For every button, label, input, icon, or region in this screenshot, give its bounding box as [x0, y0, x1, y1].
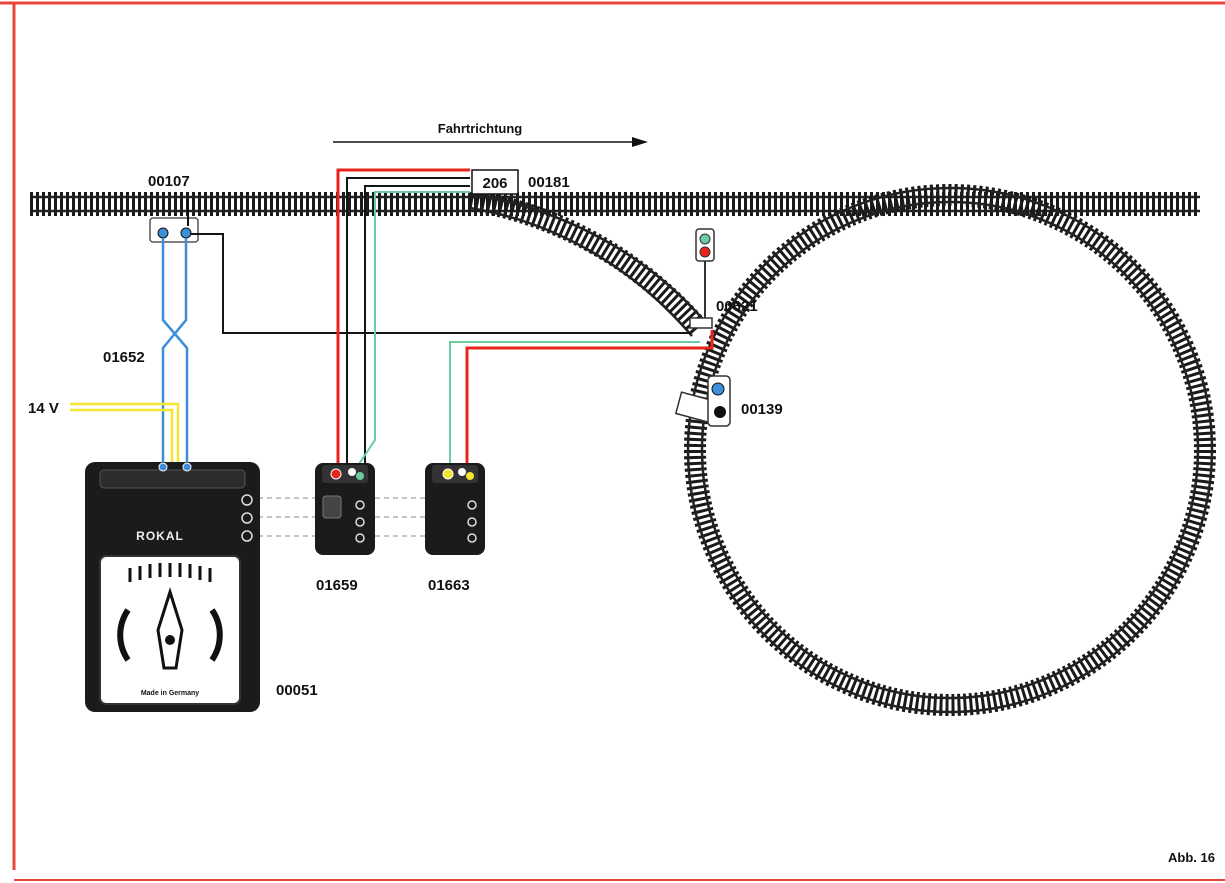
label-transformer: 00051 — [276, 682, 318, 699]
green-wires — [354, 191, 700, 471]
label-turnout: 00181 — [528, 174, 570, 191]
dial-ticks — [128, 563, 212, 582]
label-signal: 00621 — [716, 298, 758, 315]
figure-label: Abb. 16 — [1168, 850, 1215, 865]
black-wires — [190, 177, 690, 470]
label-cable: 01652 — [103, 349, 145, 366]
loop-track — [684, 184, 1216, 716]
transformer-made-label: Made in Germany — [141, 690, 199, 697]
label-switch-module-2: 01663 — [428, 577, 470, 594]
label-voltage: 14 V — [28, 400, 59, 417]
signal — [689, 228, 715, 329]
transformer: ROKAL Made in Germany — [85, 462, 260, 712]
red-wires — [336, 168, 714, 470]
switch-module-01659 — [315, 463, 375, 555]
blue-wires — [161, 238, 189, 465]
label-switch-module-1: 01659 — [316, 577, 358, 594]
turnout-box-label: 206 — [482, 175, 507, 192]
yellow-wires — [70, 402, 180, 465]
turnout-branch — [468, 189, 709, 338]
turnout-box: 206 — [471, 169, 519, 195]
label-feeder-track: 00107 — [148, 173, 190, 190]
direction-label: Fahrtrichtung — [438, 121, 523, 136]
uncoupler — [674, 375, 731, 427]
switch-module-01663 — [425, 463, 485, 555]
dial-knob — [156, 587, 184, 670]
transformer-brand: ROKAL — [136, 529, 184, 543]
part-labels: 00107 00181 00621 00139 01652 01659 0166… — [28, 173, 1215, 865]
feeder-clip — [149, 200, 199, 243]
label-uncoupler: 00139 — [741, 401, 783, 418]
direction-arrow: Fahrtrichtung — [333, 121, 648, 147]
